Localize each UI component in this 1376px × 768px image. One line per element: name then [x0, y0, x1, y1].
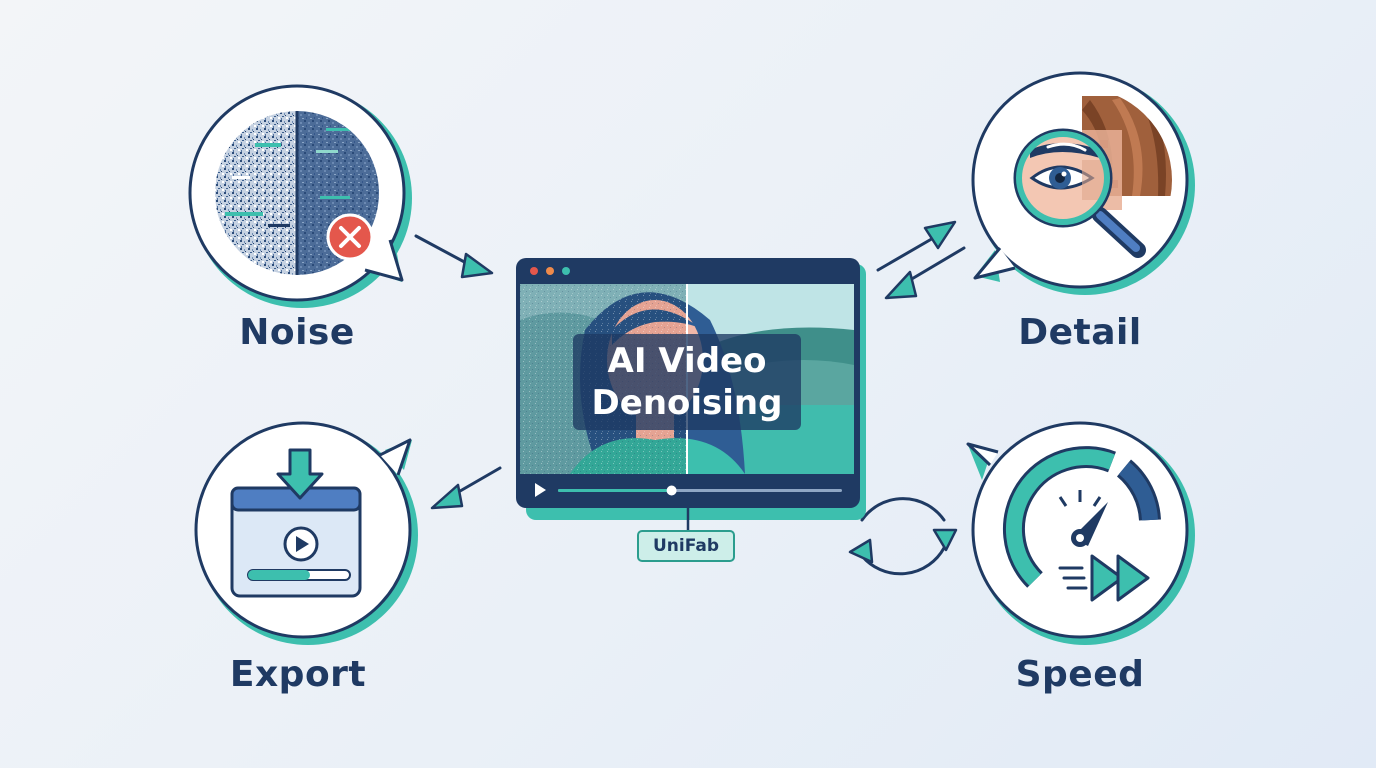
title-box: AI Video Denoising	[573, 334, 801, 430]
minimize-dot-icon	[546, 267, 554, 275]
magnifier-eye-icon	[1013, 128, 1146, 258]
play-icon[interactable]	[535, 483, 546, 497]
detail-node	[971, 71, 1195, 295]
detail-label: Detail	[1018, 312, 1142, 353]
progress-knob[interactable]	[666, 485, 677, 496]
arrow-noise-to-player	[414, 234, 494, 279]
close-icon	[326, 213, 374, 261]
export-label: Export	[229, 654, 367, 695]
progress-fill	[558, 489, 672, 492]
fast-forward-icon	[1090, 554, 1150, 602]
speed-node	[966, 421, 1195, 645]
noise-node	[188, 84, 412, 308]
close-dot-icon	[530, 267, 538, 275]
brand-badge: UniFab	[637, 530, 735, 562]
download-video-icon	[230, 448, 362, 598]
arrow-player-to-detail	[876, 220, 957, 272]
speedometer-icon	[1002, 446, 1161, 590]
arrow-detail-to-player	[884, 246, 966, 300]
noise-label: Noise	[239, 312, 355, 353]
export-node	[194, 421, 418, 645]
refresh-cycle-icon	[848, 497, 958, 576]
title-line-2: Denoising	[591, 383, 783, 423]
speed-label: Speed	[1015, 654, 1145, 695]
maximize-dot-icon	[562, 267, 570, 275]
title-line-1: AI Video	[607, 341, 767, 381]
arrow-player-to-export	[430, 466, 502, 510]
